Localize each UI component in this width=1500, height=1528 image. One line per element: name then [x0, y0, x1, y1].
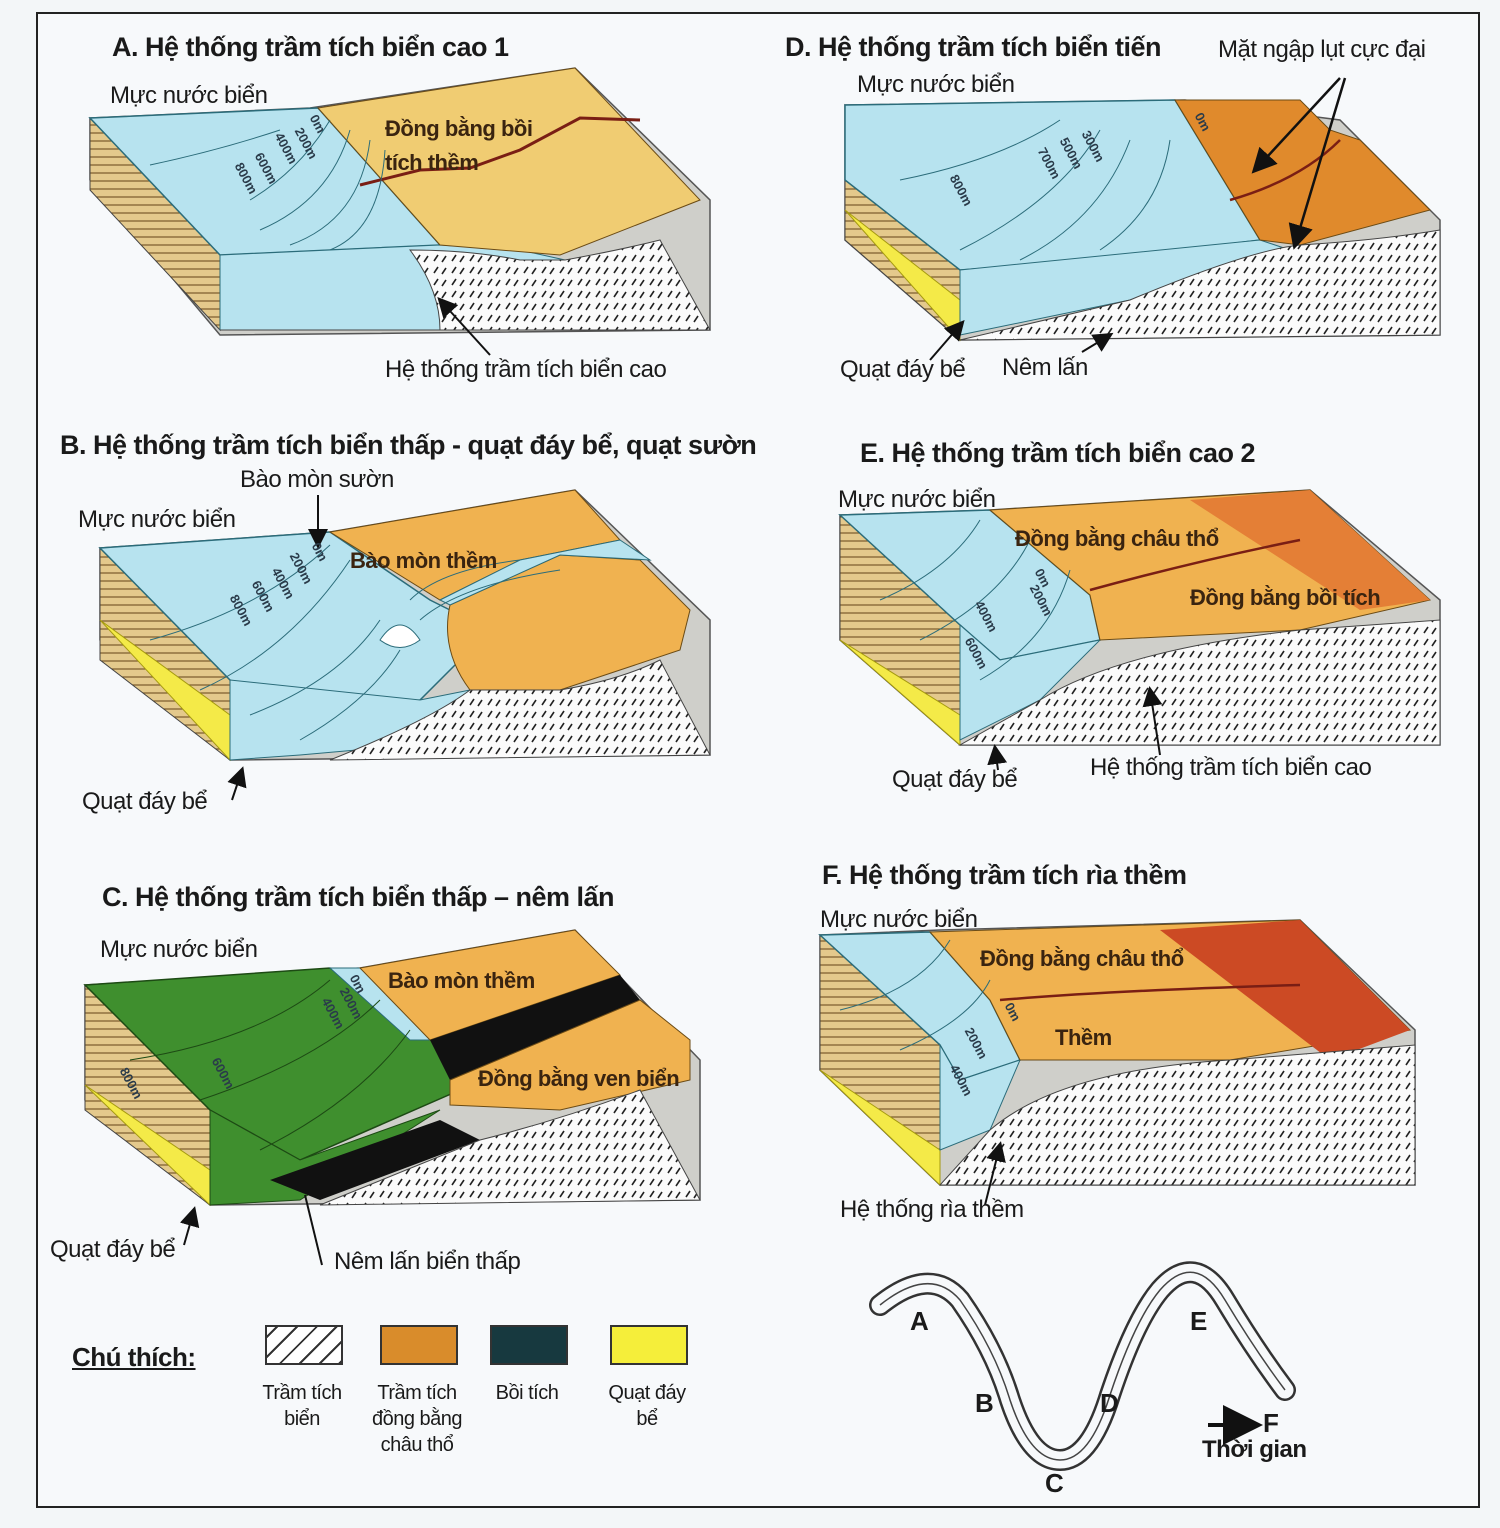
panel-c-wedge-label: Nêm lấn biển thấp [334, 1248, 521, 1275]
panel-c-shelf-erosion: Bào mòn thềm [388, 968, 535, 993]
panel-f-block [818, 919, 1416, 1187]
cycle-label-b: B [975, 1388, 994, 1418]
panel-e-block [838, 489, 1441, 747]
legend-marine-line1: Trầm tích [262, 1382, 342, 1404]
panel-f-pointer-label: Hệ thống rìa thềm [840, 1196, 1024, 1223]
legend-delta-line3: châu thổ [380, 1434, 454, 1456]
legend-delta-line1: Trầm tích [377, 1382, 457, 1404]
legend-label-alluvium: Bồi tích [472, 1380, 582, 1406]
panel-d-sea-level: Mực nước biển [857, 71, 1015, 98]
panel-e-fan-label: Quạt đáy bể [892, 766, 1018, 793]
cycle-label-d: D [1100, 1388, 1119, 1418]
panel-a-block [88, 67, 711, 336]
pointer-arrows [179, 77, 1347, 1445]
cycle-label-e: E [1190, 1306, 1208, 1336]
legend-fan-line2: bể [636, 1408, 658, 1430]
panel-c-sea-level: Mực nước biển [100, 936, 258, 963]
panel-a-plain-label: Đồng bằng bồi tích thềm [385, 116, 533, 175]
sea-level-cycle-curve [869, 1261, 1296, 1472]
panel-b-title: B. Hệ thống trầm tích biển thấp - quạt đ… [60, 430, 757, 460]
panel-d-wedge-label: Nêm lấn [1002, 354, 1088, 381]
panel-b-shelf-erosion: Bào mòn thềm [350, 548, 497, 573]
legend-swatch-delta [380, 1325, 458, 1365]
panel-d-block [844, 99, 1441, 342]
legend-swatch-marine [265, 1325, 343, 1365]
legend-label-marine: Trầm tích biển [247, 1380, 357, 1432]
cycle-label-f: F [1263, 1408, 1279, 1438]
panel-d-fan-label: Quạt đáy bể [840, 356, 966, 383]
panel-b-slope-erosion: Bào mòn sườn [240, 466, 394, 493]
time-axis-label: Thời gian [1202, 1436, 1307, 1463]
panel-e-title: E. Hệ thống trầm tích biển cao 2 [860, 438, 1256, 468]
cycle-label-a: A [910, 1306, 929, 1336]
panel-a-sea-level: Mực nước biển [110, 82, 268, 109]
legend-heading: Chú thích: [72, 1342, 196, 1372]
panel-d-max-flood: Mặt ngập lụt cực đại [1218, 36, 1426, 63]
panel-a-title: A. Hệ thống trầm tích biển cao 1 [112, 32, 509, 62]
panel-b-block [98, 489, 711, 762]
legend-label-fan: Quạt đáy bể [592, 1380, 702, 1432]
legend-label-delta: Trầm tích đồng bằng châu thổ [362, 1380, 472, 1458]
panel-e-delta: Đồng bằng châu thổ [1015, 526, 1219, 551]
panel-e-pointer-label: Hệ thống trầm tích biển cao [1090, 754, 1372, 781]
panel-b-sea-level: Mực nước biển [78, 506, 236, 533]
legend-fan-line1: Quạt đáy [608, 1382, 686, 1404]
cycle-label-c: C [1045, 1468, 1064, 1498]
legend-marine-line2: biển [284, 1408, 320, 1430]
panel-e-sea-level: Mực nước biển [838, 486, 996, 513]
legend-delta-line2: đồng bằng [371, 1408, 463, 1430]
panel-c-title: C. Hệ thống trầm tích biển thấp – nêm lấ… [102, 882, 615, 912]
panel-e-plain: Đồng bằng bồi tích [1190, 585, 1381, 610]
panel-b-fan-label: Quạt đáy bể [82, 788, 208, 815]
panel-f-sea-level: Mực nước biển [820, 906, 978, 933]
panel-a-pointer-label: Hệ thống trầm tích biển cao [385, 356, 667, 383]
panel-f-title: F. Hệ thống trầm tích rìa thềm [822, 860, 1187, 890]
legend-swatch-alluvium [490, 1325, 568, 1365]
panel-c-block [83, 929, 701, 1207]
panel-d-title: D. Hệ thống trầm tích biển tiến [785, 32, 1162, 62]
panel-f-delta: Đồng bằng châu thổ [980, 946, 1184, 971]
legend-swatch-fan [610, 1325, 688, 1365]
panel-c-fan-label: Quạt đáy bể [50, 1236, 176, 1263]
panel-f-shelf: Thềm [1055, 1025, 1112, 1050]
panel-c-coastal-plain: Đồng bằng ven biển [478, 1066, 680, 1091]
legend-alluvium-line1: Bồi tích [495, 1382, 559, 1404]
